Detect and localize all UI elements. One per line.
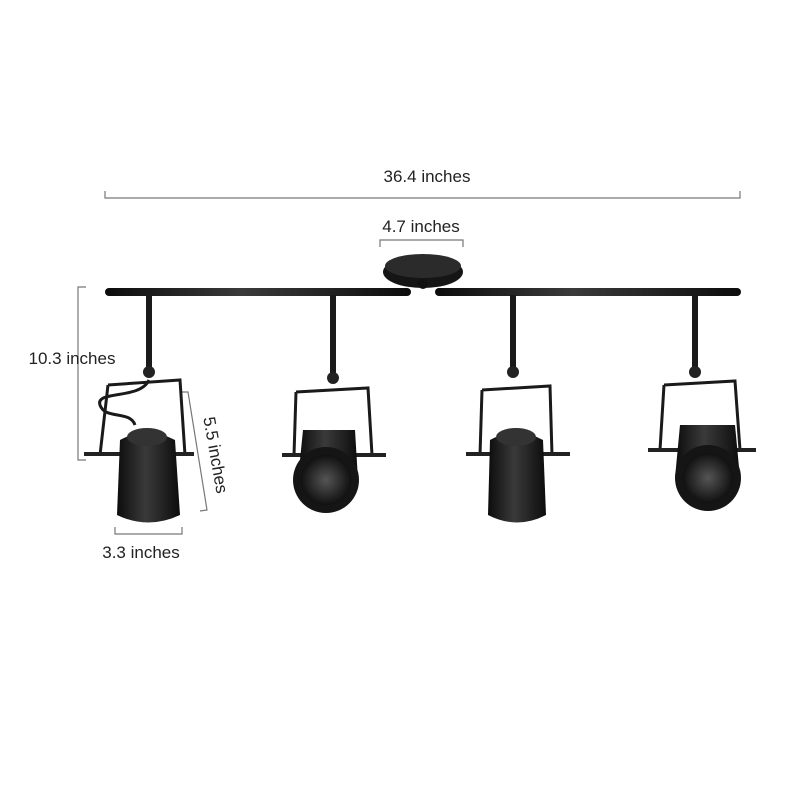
canopy xyxy=(383,254,463,289)
spotlight-3 xyxy=(466,295,570,523)
shade-length-dimension: 5.5 inches xyxy=(182,391,232,512)
spotlight-2 xyxy=(282,295,386,513)
overall-length-dimension: 36.4 inches xyxy=(104,167,741,199)
height-label: 10.3 inches xyxy=(29,349,116,368)
canopy-dimension: 4.7 inches xyxy=(379,217,464,247)
left-track-bar xyxy=(105,288,411,296)
overall-length-label: 36.4 inches xyxy=(384,167,471,186)
spotlight-4 xyxy=(648,295,756,511)
height-dimension: 10.3 inches xyxy=(29,286,116,461)
shade-length-label: 5.5 inches xyxy=(199,415,231,495)
right-track-bar xyxy=(435,288,741,296)
shade-diameter-label: 3.3 inches xyxy=(102,543,180,562)
spotlight-1 xyxy=(84,295,194,523)
shade-diameter-dimension: 3.3 inches xyxy=(102,527,183,562)
canopy-diameter-label: 4.7 inches xyxy=(382,217,460,236)
